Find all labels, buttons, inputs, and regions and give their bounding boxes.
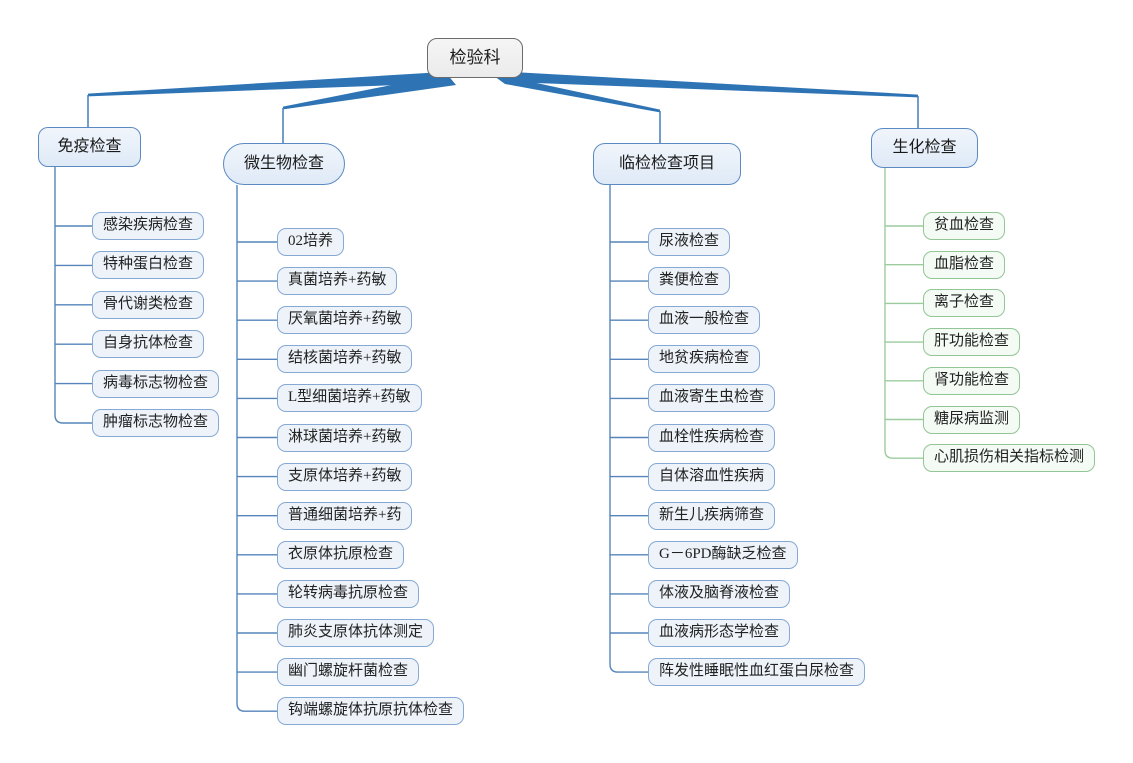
child-node-biochemistry-1[interactable]: 血脂检查: [923, 250, 1006, 279]
connector-line: [236, 185, 277, 712]
child-node-immunology-0[interactable]: 感染疾病检查: [92, 212, 205, 240]
connector-line: [609, 185, 648, 673]
child-node-clinical-2[interactable]: 血液一般检查: [648, 306, 761, 335]
branch-node-microbiology[interactable]: 微生物检查: [223, 143, 345, 185]
branch-node-clinical[interactable]: 临检检查项目: [593, 143, 741, 185]
child-node-microbiology-2[interactable]: 厌氧菌培养+药敏: [277, 306, 413, 335]
branch-node-immunology[interactable]: 免疫检查: [38, 127, 141, 167]
connector-line: [88, 72, 453, 97]
child-node-biochemistry-4[interactable]: 肾功能检查: [923, 366, 1021, 395]
child-node-biochemistry-6[interactable]: 心肌损伤相关指标检测: [923, 444, 1096, 473]
child-node-clinical-6[interactable]: 自体溶血性疾病: [648, 462, 776, 491]
child-node-microbiology-0[interactable]: 02培养: [277, 228, 345, 256]
child-node-immunology-5[interactable]: 肿瘤标志物检查: [92, 409, 220, 437]
child-node-clinical-7[interactable]: 新生儿疾病筛查: [648, 501, 776, 530]
child-node-microbiology-8[interactable]: 衣原体抗原检查: [277, 540, 405, 569]
child-node-immunology-3[interactable]: 自身抗体检查: [92, 330, 205, 359]
child-node-biochemistry-3[interactable]: 肝功能检查: [923, 328, 1021, 357]
child-node-microbiology-10[interactable]: 肺炎支原体抗体测定: [277, 619, 435, 647]
child-node-microbiology-11[interactable]: 幽门螺旋杆菌检查: [277, 658, 420, 687]
child-node-microbiology-4[interactable]: L型细菌培养+药敏: [277, 384, 422, 413]
child-node-microbiology-12[interactable]: 钩端螺旋体抗原抗体检查: [277, 697, 465, 726]
branch-node-biochemistry[interactable]: 生化检查: [871, 128, 978, 168]
child-node-clinical-0[interactable]: 尿液检查: [648, 228, 731, 256]
child-node-clinical-5[interactable]: 血栓性疾病检查: [648, 423, 776, 452]
child-node-clinical-11[interactable]: 阵发性睡眠性血红蛋白尿检查: [648, 658, 866, 687]
child-node-clinical-1[interactable]: 粪便检查: [648, 267, 731, 296]
child-node-immunology-1[interactable]: 特种蛋白检查: [92, 251, 205, 280]
child-node-immunology-4[interactable]: 病毒标志物检查: [92, 369, 220, 398]
child-node-biochemistry-0[interactable]: 贫血检查: [923, 212, 1006, 240]
child-node-microbiology-1[interactable]: 真菌培养+药敏: [277, 267, 398, 296]
connector-line: [283, 74, 456, 110]
child-node-microbiology-3[interactable]: 结核菌培养+药敏: [277, 345, 413, 374]
child-node-clinical-9[interactable]: 体液及脑脊液检查: [648, 579, 791, 608]
root-node[interactable]: 检验科: [427, 38, 523, 78]
child-node-clinical-3[interactable]: 地贫疾病检查: [648, 345, 761, 374]
child-node-clinical-4[interactable]: 血液寄生虫检查: [648, 384, 776, 413]
child-node-clinical-8[interactable]: G－6PD酶缺乏检查: [648, 540, 798, 569]
connector-line: [495, 71, 918, 98]
child-node-clinical-10[interactable]: 血液病形态学检查: [648, 619, 791, 647]
child-node-microbiology-9[interactable]: 轮转病毒抗原检查: [277, 579, 420, 608]
child-node-immunology-2[interactable]: 骨代谢类检查: [92, 290, 205, 319]
connector-line: [54, 167, 92, 424]
connector-line: [884, 168, 923, 459]
child-node-biochemistry-2[interactable]: 离子检查: [923, 289, 1006, 318]
child-node-microbiology-5[interactable]: 淋球菌培养+药敏: [277, 423, 413, 452]
child-node-biochemistry-5[interactable]: 糖尿病监测: [923, 405, 1021, 434]
child-node-microbiology-7[interactable]: 普通细菌培养+药: [277, 501, 413, 530]
child-node-microbiology-6[interactable]: 支原体培养+药敏: [277, 462, 413, 491]
